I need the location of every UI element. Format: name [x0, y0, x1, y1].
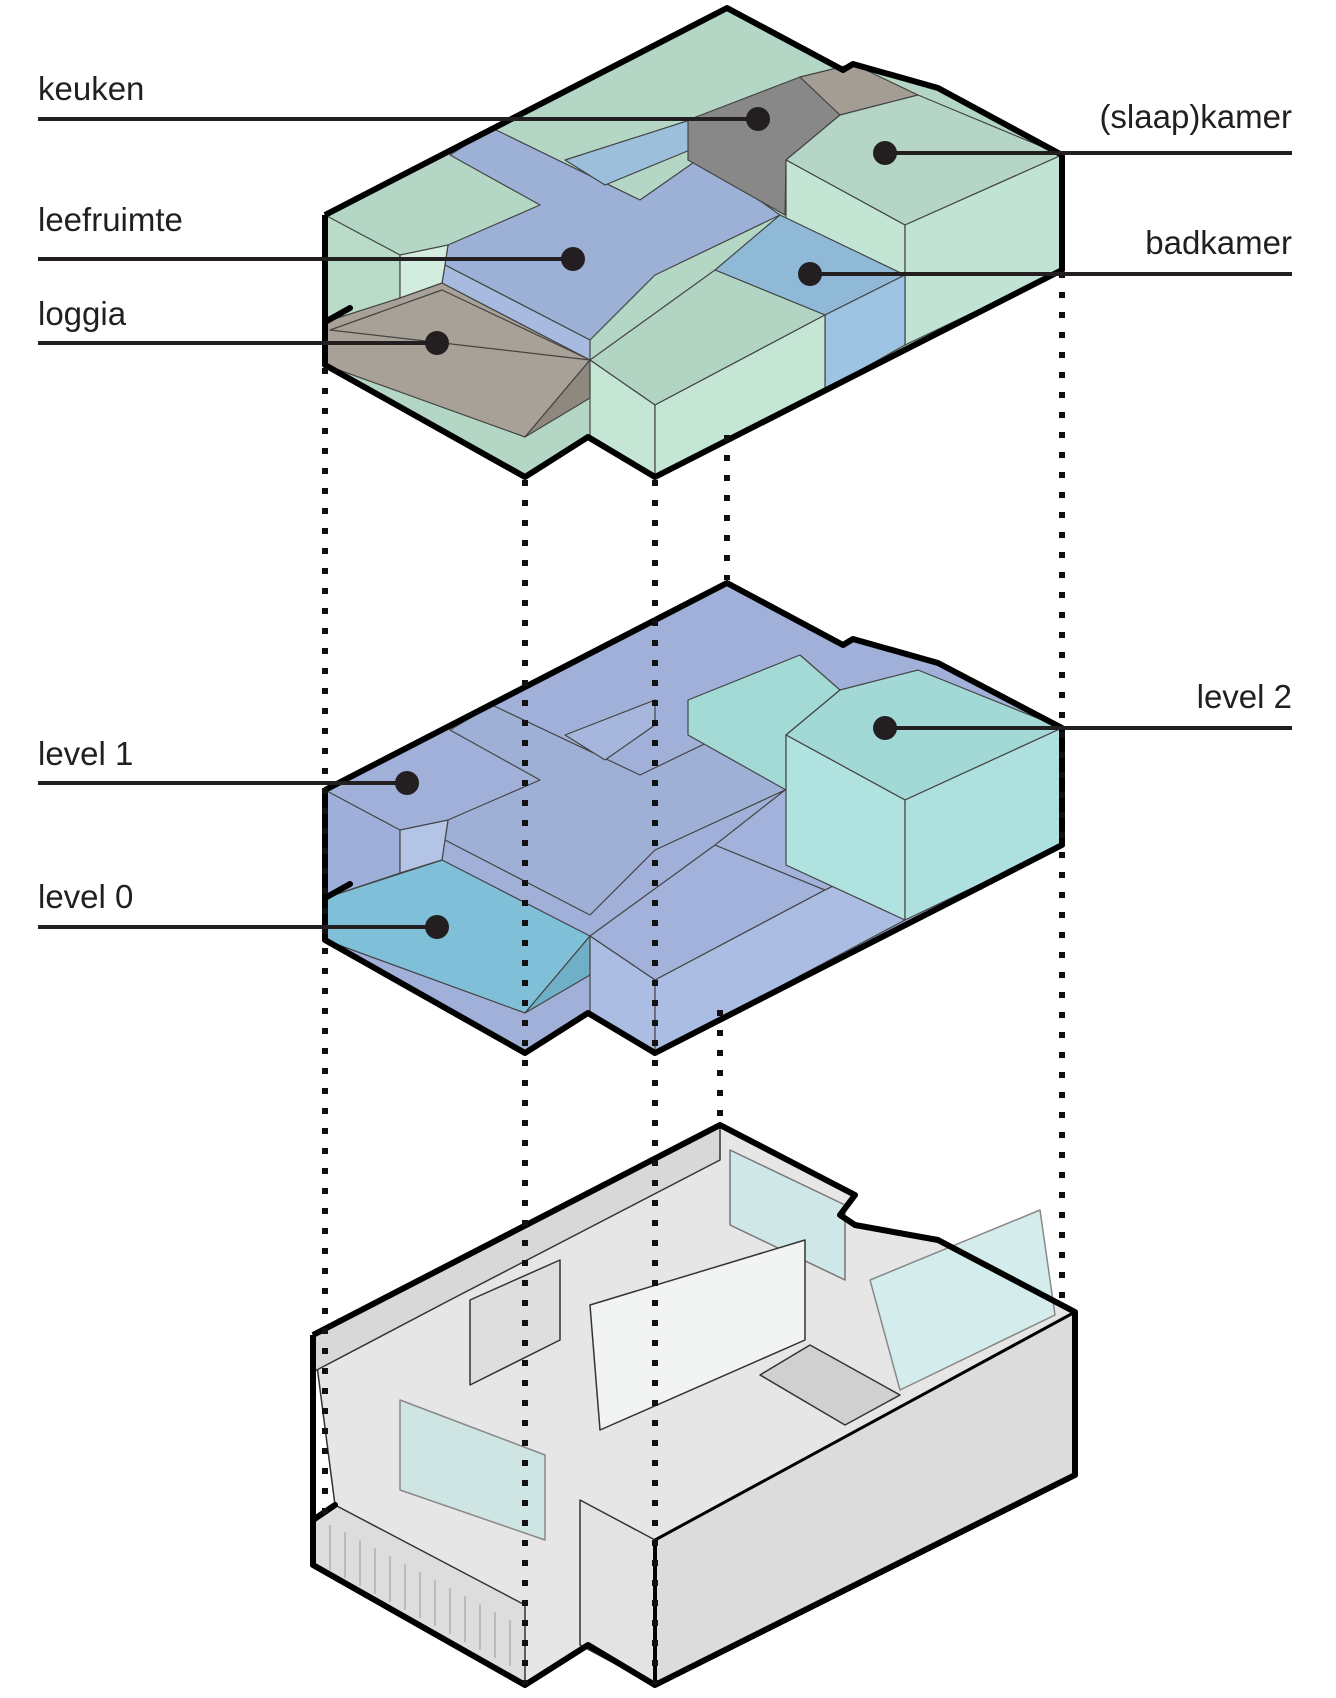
marker-badkamer — [798, 262, 822, 286]
leader-level-2 — [885, 726, 1292, 730]
leader-level-1 — [38, 781, 408, 785]
room-program-block — [324, 7, 1063, 478]
marker-loggia — [425, 331, 449, 355]
marker-level-0 — [425, 915, 449, 939]
marker-slaapkamer — [873, 141, 897, 165]
leader-slaapkamer — [885, 151, 1292, 155]
label-badkamer: badkamer — [1145, 224, 1292, 261]
apartment-model — [312, 1124, 1076, 1686]
leader-level-0 — [38, 925, 438, 929]
label-leefruimte: leefruimte — [38, 201, 183, 238]
label-keuken: keuken — [38, 70, 145, 107]
label-slaapkamer: (slaap)kamer — [1099, 98, 1292, 135]
leader-loggia — [38, 341, 438, 345]
label-loggia: loggia — [38, 295, 127, 332]
alignment-lines — [322, 272, 1065, 1685]
label-level-1: level 1 — [38, 735, 134, 772]
marker-keuken — [746, 107, 770, 131]
label-level-0: level 0 — [38, 878, 134, 915]
level-block — [324, 582, 1063, 1054]
top-layer-outline — [322, 5, 1065, 480]
marker-level-2 — [873, 716, 897, 740]
leader-keuken — [38, 117, 758, 121]
label-level-2: level 2 — [1196, 678, 1292, 715]
marker-level-1 — [395, 771, 419, 795]
leader-leefruimte — [38, 257, 573, 261]
marker-leefruimte — [561, 247, 585, 271]
leader-badkamer — [810, 272, 1292, 276]
middle-layer-outline — [322, 580, 1065, 1056]
